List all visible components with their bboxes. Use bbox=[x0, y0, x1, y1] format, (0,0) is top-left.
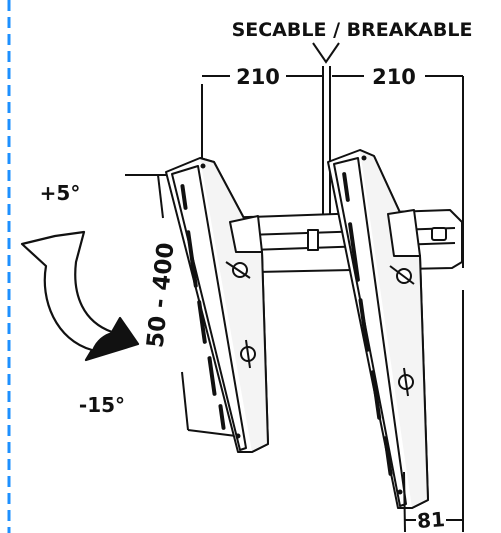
tilt-up-label: +5° bbox=[40, 181, 81, 205]
height-range-label: 50 - 400 bbox=[143, 241, 180, 349]
tilt-down-label: -15° bbox=[79, 393, 125, 417]
left-vertical-bracket bbox=[165, 157, 269, 453]
width-left-label: 210 bbox=[236, 65, 280, 89]
breakable-pointer bbox=[312, 42, 340, 64]
breakable-label: SECABLE / BREAKABLE bbox=[232, 19, 473, 41]
width-right-label: 210 bbox=[372, 65, 416, 89]
curved-double-arrow-icon bbox=[20, 230, 140, 362]
depth-dimension bbox=[403, 290, 464, 533]
depth-label: 81 bbox=[416, 507, 445, 533]
right-vertical-bracket bbox=[327, 149, 429, 509]
height-dimension bbox=[125, 174, 237, 437]
